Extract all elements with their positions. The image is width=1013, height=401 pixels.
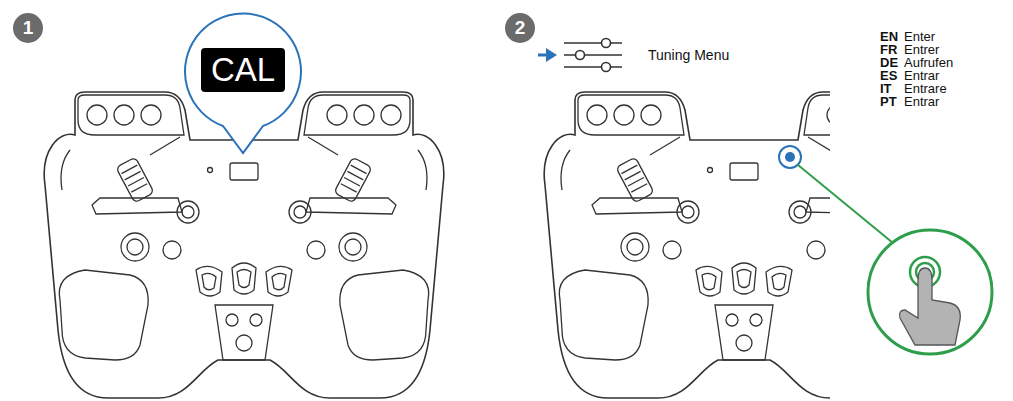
step-number: 2: [505, 13, 535, 43]
translation: Enter: [904, 30, 935, 44]
step-number-text: 2: [515, 17, 526, 39]
language-code: IT: [880, 82, 892, 96]
language-code: DE: [880, 56, 898, 70]
display-label: CAL: [201, 48, 285, 92]
step-number-text: 1: [23, 17, 34, 39]
translation: Entrar: [904, 95, 939, 109]
step-number: 1: [13, 13, 43, 43]
language-code: EN: [880, 30, 898, 44]
language-code: FR: [880, 43, 897, 57]
language-code: ES: [880, 69, 897, 83]
language-code: PT: [880, 95, 897, 109]
callout-balloon: [185, 14, 301, 153]
translation: Entrer: [904, 43, 939, 57]
translation: Entrar: [904, 69, 939, 83]
tuning-icon: [538, 39, 622, 72]
display-label-text: CAL: [211, 51, 275, 88]
steering-wheel-partial: [544, 92, 830, 398]
translation: Aufrufen: [904, 56, 953, 70]
translation: Entrare: [904, 82, 947, 96]
button-highlight: [779, 146, 992, 354]
menu-name: Tuning Menu: [648, 47, 729, 63]
